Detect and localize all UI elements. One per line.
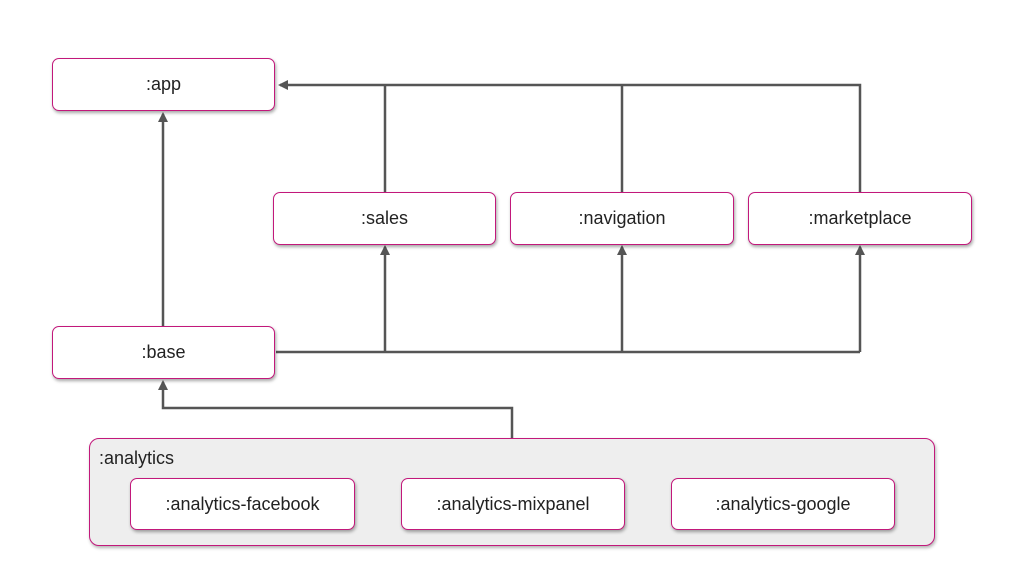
node-analytics-google-label: :analytics-google [715, 493, 851, 514]
node-analytics-facebook-label: :analytics-facebook [165, 493, 320, 514]
node-app: :app [52, 58, 275, 111]
node-app-label: :app [145, 74, 182, 94]
edge-analytics-to-base [158, 380, 514, 438]
node-analytics-mixpanel: :analytics-mixpanel [401, 478, 625, 530]
node-navigation: :navigation [510, 192, 734, 245]
group-analytics: :analytics :analytics-facebook :analytic… [89, 438, 935, 546]
node-analytics-google: :analytics-google [671, 478, 895, 530]
edge-marketplace-to-app [278, 80, 862, 192]
node-navigation-label: :navigation [578, 208, 666, 228]
node-marketplace: :marketplace [748, 192, 972, 245]
node-sales: :sales [273, 192, 496, 245]
node-marketplace-label: :marketplace [808, 208, 912, 228]
node-analytics-facebook: :analytics-facebook [130, 478, 355, 530]
node-base: :base [52, 326, 275, 379]
node-base-label: :base [141, 342, 186, 362]
node-sales-label: :sales [360, 208, 409, 228]
group-analytics-label: :analytics [99, 448, 175, 468]
node-analytics-mixpanel-label: :analytics-mixpanel [436, 493, 590, 514]
